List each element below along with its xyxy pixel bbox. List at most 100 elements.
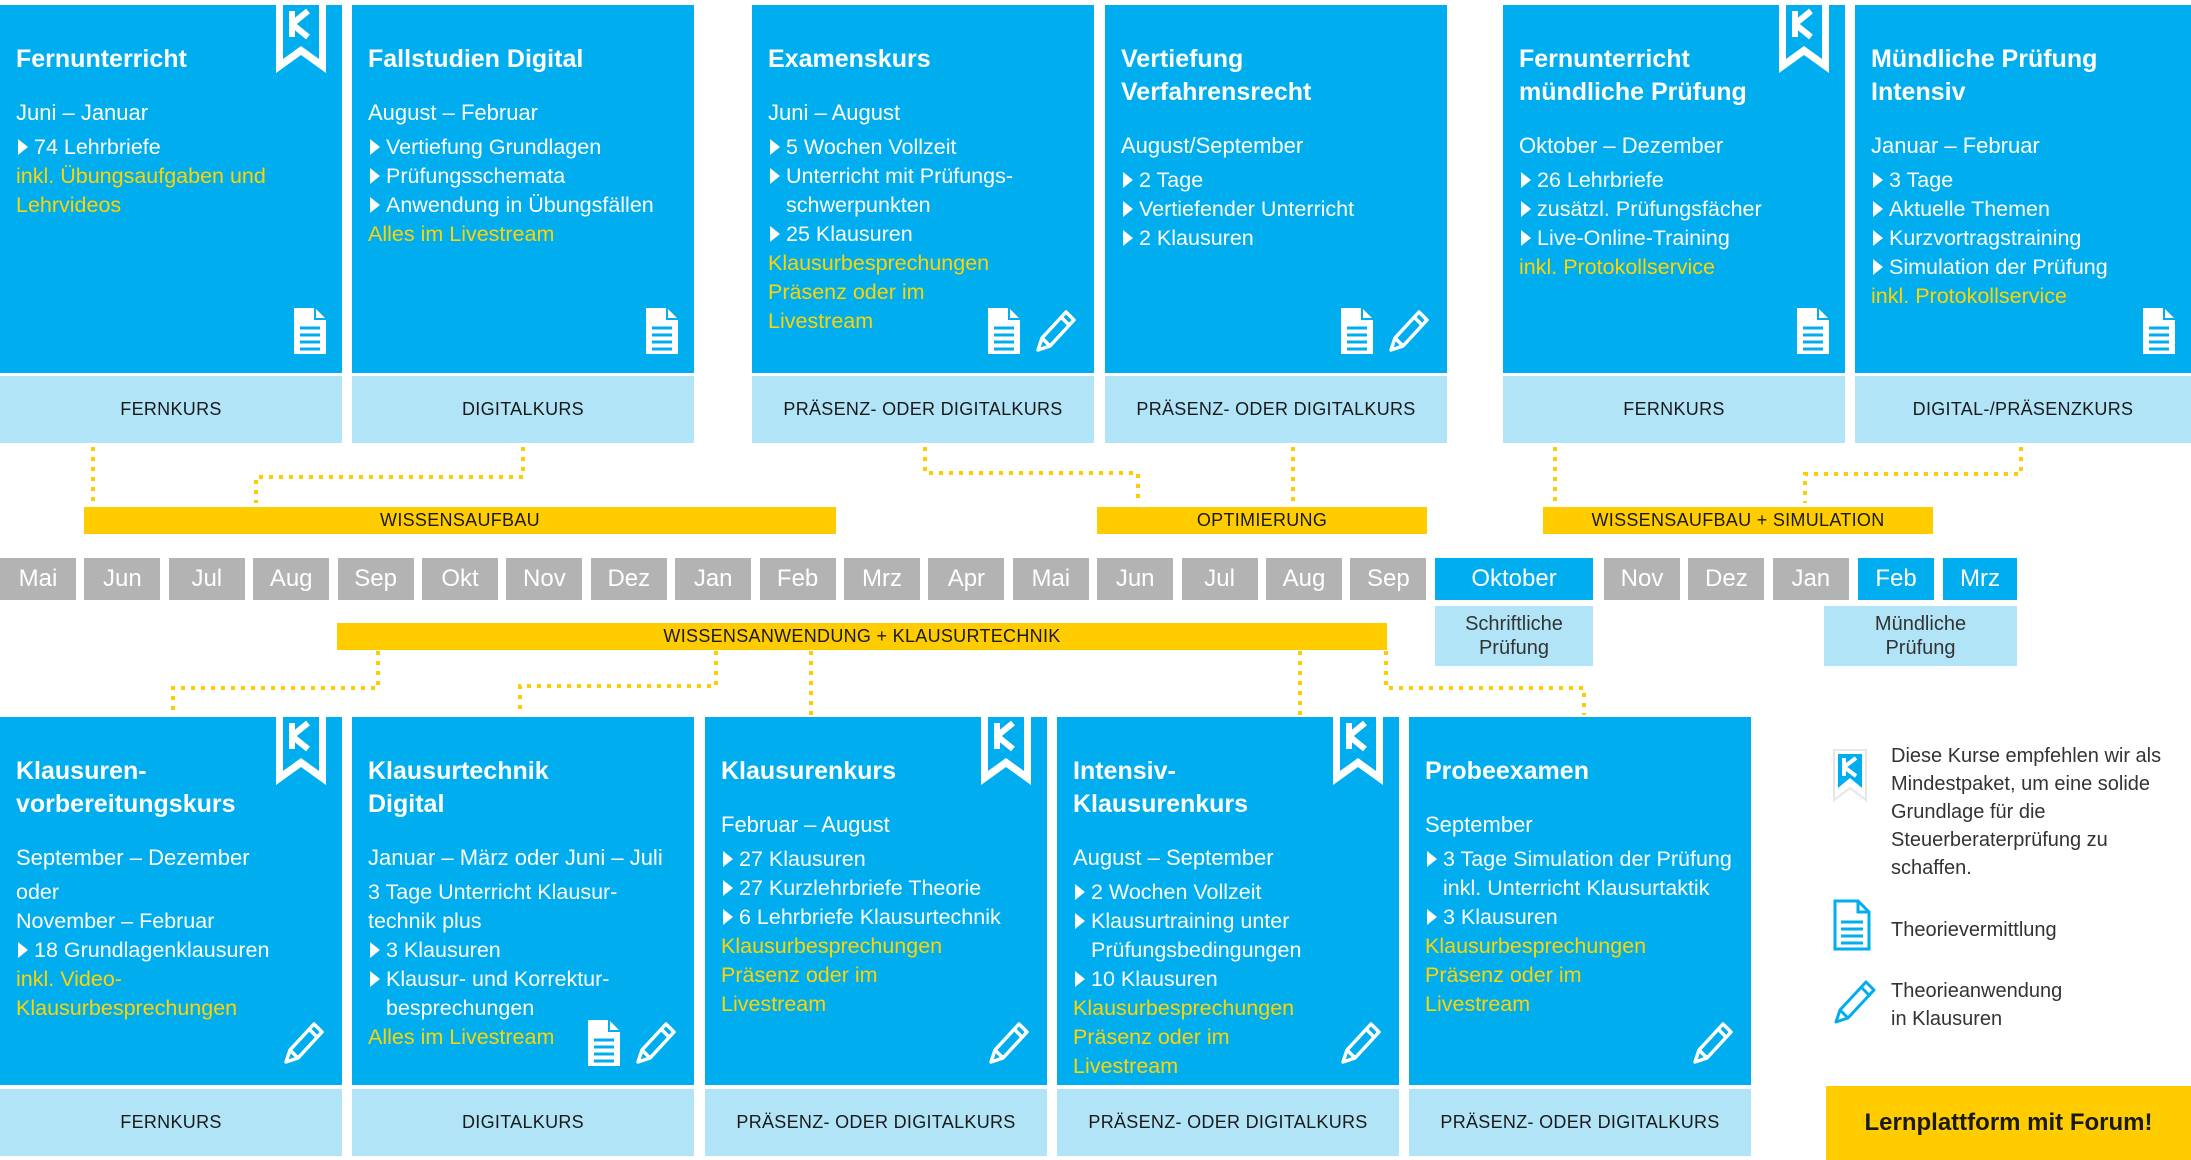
card-title: Fernunterricht [16,45,187,73]
timeline-month: Nov [1604,558,1680,600]
card-feature: Prüfungsschemata [368,162,678,191]
card-icons [280,1018,328,1073]
legend-recommend-text: Diese Kurse empfehlen wir als Mindestpak… [1891,745,2162,879]
course-type-label: FERNKURS [0,1089,342,1156]
bookmark-ribbon-icon [1777,5,1831,75]
card-feature: oder [16,880,60,904]
card-highlight: Präsenz oder im [721,963,878,987]
card-feature: Prüfungsbedingungen [1091,938,1302,962]
pencil-icon [1689,1018,1737,1073]
document-icon [1339,306,1375,361]
card-feature: 2 Klausuren [1121,224,1431,253]
card-title: Mündliche Prüfung Intensiv [1871,45,2098,106]
course-type-label: DIGITALKURS [352,376,694,443]
card-highlight: Livestream [1073,1054,1179,1078]
bookmark-ribbon-icon [979,717,1033,787]
card-feature: 3 Tage [1871,166,2175,195]
card-highlight: Livestream [768,309,874,333]
card-icons [1339,306,1433,361]
card-highlight: Präsenz oder im [1425,963,1582,987]
card-highlight: Livestream [1425,992,1531,1016]
card-feature: Live-Online-Training [1519,224,1829,253]
card-feature: besprechungen [386,996,535,1020]
card-feature: Aktuelle Themen [1871,195,2175,224]
course-type-label: FERNKURS [1503,376,1845,443]
pencil-icon [1032,306,1080,361]
phase-bar-wissensaufbau-simulation: WISSENSAUFBAU + SIMULATION [1543,507,1933,534]
card-date: September – Dezember [16,845,250,870]
card-feature: 27 Kurzlehrbriefe Theorie [721,874,1031,903]
bookmark-ribbon-icon [274,5,328,75]
card-highlight: Präsenz oder im [768,280,925,304]
card-date: August – September [1073,845,1274,870]
card-feature: November – Februar [16,909,215,933]
timeline-month: Sep [337,558,414,600]
card-feature: 3 Klausuren [1425,903,1735,932]
card-feature: inkl. Unterricht Klausurtaktik [1443,876,1710,900]
card-date: Februar – August [721,812,890,837]
card-feature: Klausurtraining unter [1073,907,1383,936]
card-highlight: Lehrvideos [16,193,122,217]
card-date: Januar – Februar [1871,133,2040,158]
exam-oral-text: Mündliche Prüfung [1874,613,1967,659]
course-type-label: PRÄSENZ- ODER DIGITALKURS [1105,376,1447,443]
card-title: Vertiefung Verfahrensrecht [1121,45,1312,106]
card-date: Juni – Januar [16,100,149,125]
course-type-label: DIGITAL-/PRÄSENZKURS [1855,376,2191,443]
pencil-icon [1834,980,1876,1024]
card-feature: 25 Klausuren [768,220,1078,249]
card-title: Klausurenkurs [721,757,897,785]
card-icons [1795,306,1831,361]
document-icon [1833,899,1871,951]
card-title: Fernunterricht mündliche Prüfung [1519,45,1747,106]
document-icon [644,306,680,361]
card-feature: Simulation der Prüfung [1871,253,2175,282]
card-feature: 3 Tage Unterricht Klausur- [368,880,618,904]
course-type-label: PRÄSENZ- ODER DIGITALKURS [1057,1089,1399,1156]
card-date: August – Februar [368,100,538,125]
card-icons [985,1018,1033,1073]
course-type-label: PRÄSENZ- ODER DIGITALKURS [752,376,1094,443]
card-highlight: Alles im Livestream [368,222,555,246]
card-title: Examenskurs [768,45,931,73]
document-icon [1795,306,1831,361]
document-icon [986,306,1022,361]
timeline-month: Dez [1688,558,1765,600]
card-highlight: Klausurbesprechungen [1425,934,1647,958]
card-feature: Vertiefender Unterricht [1121,195,1431,224]
exam-oral-label: Mündliche Prüfung [1824,606,2017,666]
card-feature: Unterricht mit Prüfungs- [768,162,1078,191]
card-icons [986,306,1080,361]
legend-application-text: Theorieanwendung in Klausuren [1891,980,2063,1030]
timeline-month: Jun [1097,558,1174,600]
card-icons [1337,1018,1385,1073]
timeline-month: Mai [1012,558,1089,600]
phase-bar-wissensaufbau: WISSENSAUFBAU [84,507,836,534]
timeline-month: Feb [1858,558,1934,600]
course-type-label: FERNKURS [0,376,342,443]
exam-written-text: Schriftliche Prüfung [1465,613,1563,659]
document-icon [2141,306,2177,361]
phase-bar-optimierung: OPTIMIERUNG [1097,507,1427,534]
card-feature: 3 Tage Simulation der Prüfung [1425,845,1735,874]
card-date: Oktober – Dezember [1519,133,1724,158]
card-highlight: Klausurbesprechungen [768,251,990,275]
